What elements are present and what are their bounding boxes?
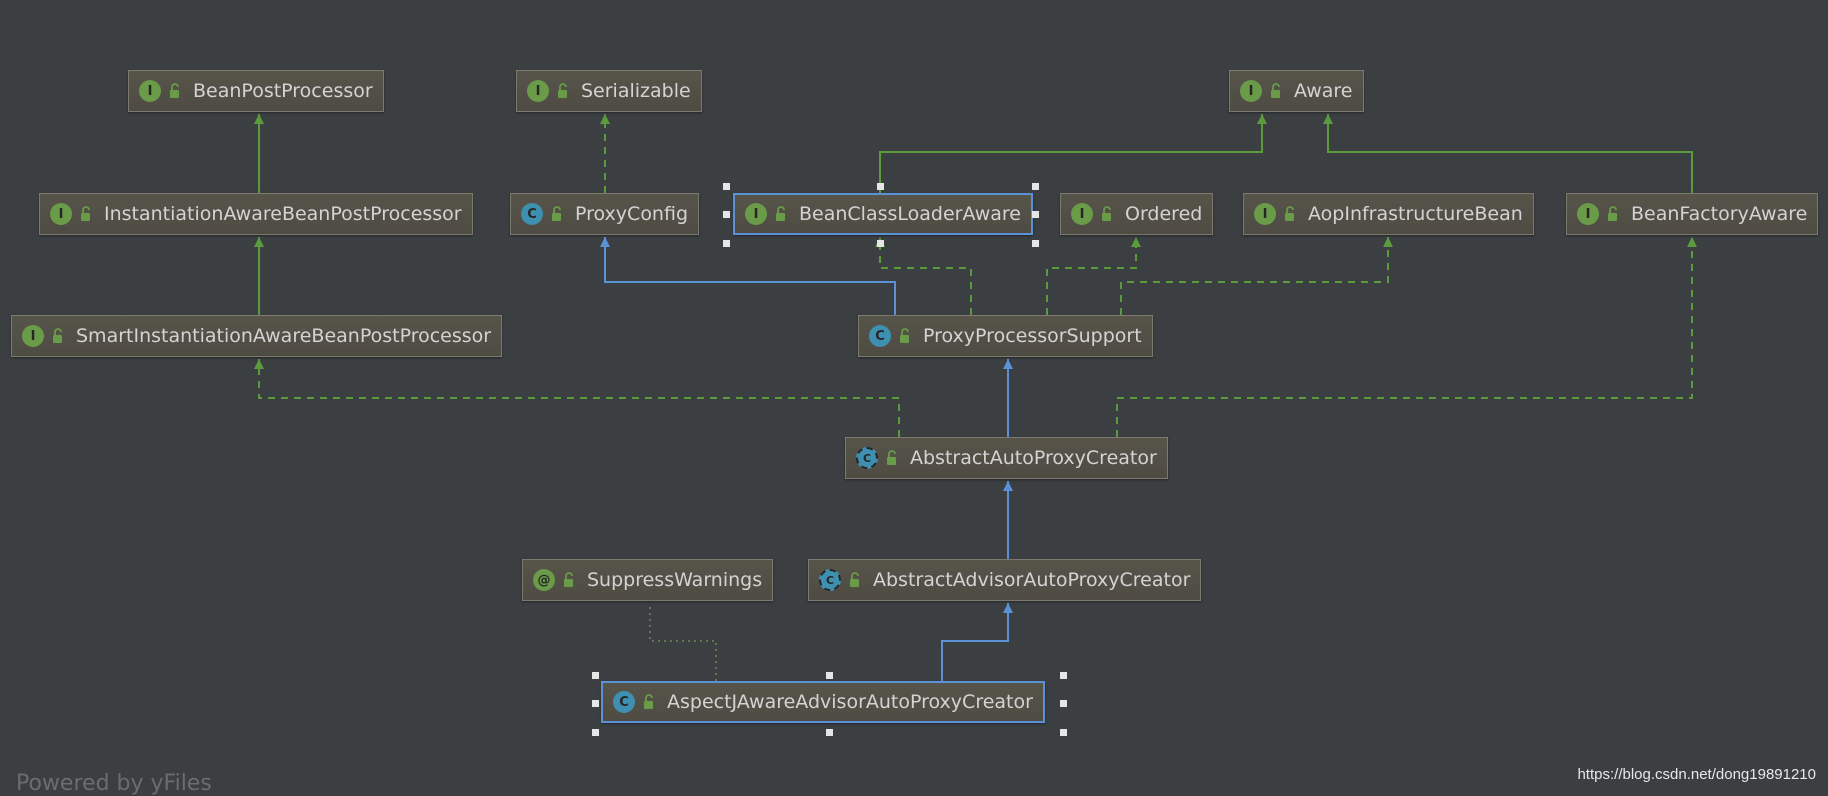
node-bean-post-processor[interactable]: I BeanPostProcessor xyxy=(128,70,384,112)
node-abstract-auto-proxy-creator[interactable]: C AbstractAutoProxyCreator xyxy=(845,437,1168,479)
node-label: AbstractAdvisorAutoProxyCreator xyxy=(873,569,1191,591)
node-bean-factory-aware[interactable]: I BeanFactoryAware xyxy=(1566,193,1819,235)
lock-open-icon xyxy=(887,450,896,465)
node-proxy-config[interactable]: C ProxyConfig xyxy=(510,193,700,235)
lock-open-icon xyxy=(1608,206,1617,221)
node-label: AspectJAwareAdvisorAutoProxyCreator xyxy=(667,691,1033,713)
edge-aapc-to-smart xyxy=(254,359,900,437)
resize-handle[interactable] xyxy=(723,183,730,190)
resize-handle[interactable] xyxy=(1060,729,1067,736)
node-smart-instantiation-aware-bean-post-processor[interactable]: I SmartInstantiationAwareBeanPostProcess… xyxy=(11,315,503,357)
interface-icon: I xyxy=(139,80,161,102)
edge-aapc-to-beanfactory xyxy=(1116,237,1697,437)
lock-open-icon xyxy=(1102,206,1111,221)
edge-aspectj-to-aadvapc xyxy=(941,603,1013,681)
edge-beanclassloader-to-aware xyxy=(879,114,1267,193)
interface-icon: I xyxy=(1071,203,1093,225)
class-icon: C xyxy=(521,203,543,225)
lock-open-icon xyxy=(558,83,567,98)
interface-icon: I xyxy=(745,203,767,225)
node-label: BeanClassLoaderAware xyxy=(799,203,1021,225)
lock-open-icon xyxy=(552,206,561,221)
resize-handle[interactable] xyxy=(592,700,599,707)
node-instantiation-aware-bean-post-processor[interactable]: I InstantiationAwareBeanPostProcessor xyxy=(39,193,473,235)
node-label: Serializable xyxy=(581,80,691,102)
lock-open-icon xyxy=(1271,83,1280,98)
resize-handle[interactable] xyxy=(1032,240,1039,247)
edge-aspectj-to-suppresswarnings xyxy=(649,603,717,681)
interface-icon: I xyxy=(1577,203,1599,225)
interface-icon: I xyxy=(22,325,44,347)
node-label: AbstractAutoProxyCreator xyxy=(910,447,1157,469)
lock-open-icon xyxy=(53,328,62,343)
lock-open-icon xyxy=(1285,206,1294,221)
class-icon: C xyxy=(613,691,635,713)
edge-pps-to-beanclassloader xyxy=(875,237,972,315)
node-label: InstantiationAwareBeanPostProcessor xyxy=(104,203,462,225)
node-ordered[interactable]: I Ordered xyxy=(1060,193,1214,235)
interface-icon: I xyxy=(50,203,72,225)
resize-handle[interactable] xyxy=(826,672,833,679)
resize-handle[interactable] xyxy=(723,211,730,218)
node-label: BeanFactoryAware xyxy=(1631,203,1808,225)
resize-handle[interactable] xyxy=(1032,211,1039,218)
node-abstract-advisor-auto-proxy-creator[interactable]: C AbstractAdvisorAutoProxyCreator xyxy=(808,559,1202,601)
lock-open-icon xyxy=(850,572,859,587)
lock-open-icon xyxy=(170,83,179,98)
resize-handle[interactable] xyxy=(877,183,884,190)
node-bean-class-loader-aware[interactable]: I BeanClassLoaderAware xyxy=(733,193,1033,235)
resize-handle[interactable] xyxy=(1060,672,1067,679)
lock-open-icon xyxy=(81,206,90,221)
resize-handle[interactable] xyxy=(877,240,884,247)
node-label: ProxyConfig xyxy=(575,203,689,225)
lock-open-icon xyxy=(900,328,909,343)
resize-handle[interactable] xyxy=(1060,700,1067,707)
annotation-icon: @ xyxy=(533,569,555,591)
resize-handle[interactable] xyxy=(592,672,599,679)
node-aware[interactable]: I Aware xyxy=(1229,70,1364,112)
edge-pps-to-aopinfra xyxy=(1120,237,1393,315)
interface-icon: I xyxy=(1254,203,1276,225)
interface-icon: I xyxy=(527,80,549,102)
abstract-class-icon: C xyxy=(856,447,878,469)
node-label: SmartInstantiationAwareBeanPostProcessor xyxy=(76,325,492,347)
edge-pps-to-proxyconfig xyxy=(600,237,896,315)
node-label: BeanPostProcessor xyxy=(193,80,373,102)
class-icon: C xyxy=(869,325,891,347)
resize-handle[interactable] xyxy=(723,240,730,247)
powered-by-label: Powered by yFiles xyxy=(16,771,212,796)
watermark-url: https://blog.csdn.net/dong19891210 xyxy=(1577,766,1816,783)
node-aspectj-aware-advisor-auto-proxy-creator[interactable]: C AspectJAwareAdvisorAutoProxyCreator xyxy=(601,681,1045,723)
edge-beanfactory-to-aware xyxy=(1323,114,1693,193)
resize-handle[interactable] xyxy=(592,729,599,736)
lock-open-icon xyxy=(776,206,785,221)
resize-handle[interactable] xyxy=(826,729,833,736)
abstract-class-icon: C xyxy=(819,569,841,591)
node-label: ProxyProcessorSupport xyxy=(923,325,1142,347)
edge-pps-to-ordered xyxy=(1046,237,1141,315)
node-proxy-processor-support[interactable]: C ProxyProcessorSupport xyxy=(858,315,1153,357)
node-label: Ordered xyxy=(1125,203,1203,225)
node-label: SuppressWarnings xyxy=(587,569,763,591)
resize-handle[interactable] xyxy=(1032,183,1039,190)
node-label: AopInfrastructureBean xyxy=(1308,203,1523,225)
node-aop-infrastructure-bean[interactable]: I AopInfrastructureBean xyxy=(1243,193,1534,235)
node-serializable[interactable]: I Serializable xyxy=(516,70,702,112)
lock-open-icon xyxy=(564,572,573,587)
lock-open-icon xyxy=(644,694,653,709)
node-label: Aware xyxy=(1294,80,1353,102)
node-suppress-warnings[interactable]: @ SuppressWarnings xyxy=(522,559,774,601)
interface-icon: I xyxy=(1240,80,1262,102)
